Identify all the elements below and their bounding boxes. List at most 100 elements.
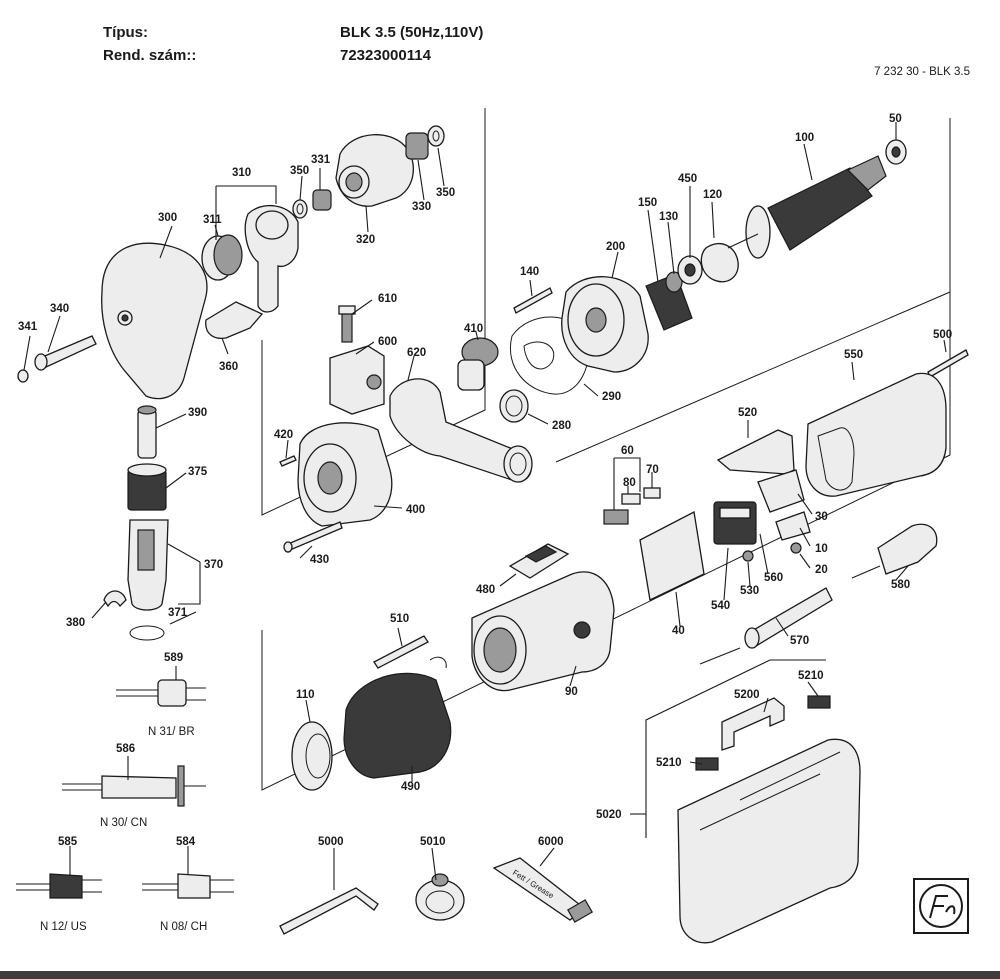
part-label: 360 bbox=[219, 361, 238, 373]
order-number-label: Rend. szám:: bbox=[103, 47, 197, 64]
part-label: 330 bbox=[412, 201, 431, 213]
part-label: 340 bbox=[50, 303, 69, 315]
plug-584 bbox=[142, 873, 234, 899]
part-label: 350 bbox=[436, 187, 455, 199]
punch-pin-390 bbox=[137, 405, 157, 459]
case-handle-5200 bbox=[721, 697, 785, 751]
switch-cover-520 bbox=[716, 429, 795, 475]
part-label: 10 bbox=[815, 543, 828, 555]
part-label: 60 bbox=[621, 445, 634, 457]
side-handle-620 bbox=[389, 378, 533, 483]
part-label: 375 bbox=[188, 466, 208, 478]
o-ring-371 bbox=[129, 625, 165, 641]
part-label: 400 bbox=[406, 504, 425, 516]
part-label: 311 bbox=[203, 214, 222, 226]
part-label: 586 bbox=[116, 743, 135, 755]
part-label: 589 bbox=[164, 652, 183, 664]
part-label: 580 bbox=[891, 579, 910, 591]
part-label: 370 bbox=[204, 559, 223, 571]
electronics-40 bbox=[639, 511, 705, 601]
part-label: 150 bbox=[638, 197, 657, 209]
part-label: 540 bbox=[711, 600, 730, 612]
part-label: 280 bbox=[552, 420, 571, 432]
screw-610 bbox=[338, 305, 356, 343]
document-id: 7 232 30 - BLK 3.5 bbox=[874, 66, 970, 78]
part-label: 110 bbox=[296, 689, 315, 701]
part-label: 500 bbox=[933, 329, 952, 341]
part-label: 331 bbox=[311, 154, 331, 166]
part-label: 610 bbox=[378, 293, 397, 305]
part-label: 490 bbox=[401, 781, 420, 793]
footer-bar bbox=[0, 971, 1000, 979]
part-label: 6000 bbox=[538, 836, 564, 848]
part-label: 371 bbox=[168, 607, 188, 619]
part-label: 420 bbox=[274, 429, 293, 441]
case-group-bracket bbox=[645, 659, 826, 838]
part-label: 140 bbox=[520, 266, 539, 278]
carry-case-5020 bbox=[677, 738, 861, 944]
part-label: 520 bbox=[738, 407, 757, 419]
eccentric-320 bbox=[335, 134, 414, 207]
case-latch-5210-left bbox=[695, 757, 719, 771]
fan-baffle-120 bbox=[700, 243, 739, 283]
part-label: 200 bbox=[606, 241, 625, 253]
part-label: 560 bbox=[764, 572, 783, 584]
part-label: 40 bbox=[672, 625, 685, 637]
needle-bearing-311 bbox=[201, 234, 243, 281]
gear-housing-cover bbox=[101, 242, 208, 400]
switch-button-480 bbox=[508, 543, 570, 579]
part-label: 90 bbox=[565, 686, 578, 698]
case-latch-5210-right bbox=[807, 695, 831, 709]
screw-530 bbox=[742, 550, 754, 562]
plug-region-label: N 31/ BR bbox=[148, 726, 195, 738]
part-label: 480 bbox=[476, 584, 495, 596]
terminal-70 bbox=[643, 487, 661, 499]
fein-logo bbox=[913, 878, 969, 934]
type-label: Típus: bbox=[103, 24, 148, 41]
gasket-290 bbox=[510, 316, 589, 395]
stator-490 bbox=[343, 656, 452, 779]
part-label: 80 bbox=[623, 477, 636, 489]
hex-key-5000 bbox=[279, 887, 379, 935]
screw-420 bbox=[279, 455, 297, 467]
part-label: 570 bbox=[790, 635, 809, 647]
screw-500 bbox=[927, 349, 969, 378]
eccentric-housing-310 bbox=[244, 204, 299, 313]
bearing-50 bbox=[885, 139, 907, 165]
bearing-ring-280 bbox=[499, 389, 529, 423]
contact-510 bbox=[373, 635, 429, 669]
plug-region-label: N 30/ CN bbox=[100, 817, 147, 829]
punch-360 bbox=[205, 301, 264, 340]
motor-housing-90 bbox=[471, 571, 615, 692]
part-label: 600 bbox=[378, 336, 397, 348]
roller-bearing-331 bbox=[312, 189, 332, 211]
part-label: 300 bbox=[158, 212, 177, 224]
part-label: 320 bbox=[356, 234, 375, 246]
part-label: 100 bbox=[795, 132, 814, 144]
strain-relief-30 bbox=[757, 469, 805, 513]
screw-430 bbox=[283, 521, 343, 553]
washer-350 bbox=[292, 199, 308, 219]
part-label: 5210 bbox=[656, 757, 682, 769]
die-holder-5010 bbox=[415, 873, 465, 921]
switch-540 bbox=[713, 501, 757, 545]
part-label: 380 bbox=[66, 617, 85, 629]
screw-20 bbox=[790, 542, 802, 554]
part-label: 70 bbox=[646, 464, 659, 476]
plug-589 bbox=[116, 679, 206, 707]
part-label: 130 bbox=[659, 211, 678, 223]
plug-region-label: N 08/ CH bbox=[160, 921, 207, 933]
grease-tube-6000: Fett / Grease bbox=[492, 857, 593, 923]
plug-586 bbox=[62, 765, 206, 807]
housing-cover-550 bbox=[805, 372, 947, 497]
power-cord-580 bbox=[851, 523, 938, 579]
leader-lines bbox=[23, 122, 947, 890]
terminal-60 bbox=[603, 509, 629, 525]
part-label: 5000 bbox=[318, 836, 344, 848]
part-label: 5020 bbox=[596, 809, 622, 821]
grip-sleeve-570 bbox=[699, 587, 833, 665]
screw-140 bbox=[513, 287, 553, 314]
part-label: 120 bbox=[703, 189, 722, 201]
die-holder-370 bbox=[127, 519, 169, 611]
needle-bearing-330 bbox=[405, 132, 429, 160]
